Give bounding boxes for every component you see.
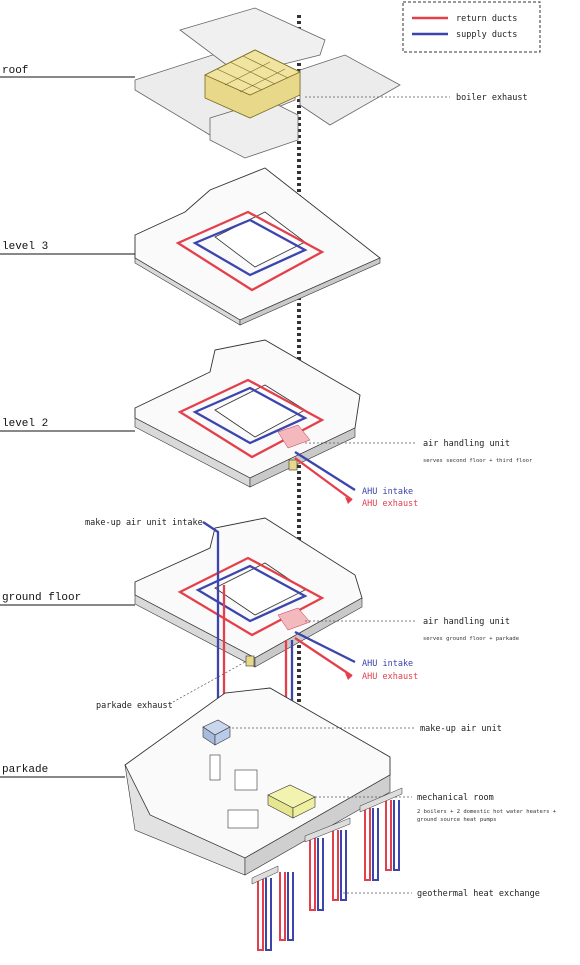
floor-label-roof: roof — [2, 65, 28, 77]
makeup-intake-label: make-up air unit intake — [85, 518, 203, 528]
geo-loop-a-return — [257, 878, 264, 951]
floor-label-level2: level 2 — [2, 418, 48, 430]
geo-loop-d-return — [332, 830, 339, 901]
level2-ahu-exhaust-duct — [294, 457, 353, 501]
level2-ahu-unit — [288, 459, 298, 471]
geo-loop-f-supply — [393, 800, 400, 871]
roof-level — [134, 7, 401, 159]
makeup-unit-label: make-up air unit — [420, 724, 502, 734]
ground-slab-edge-right — [254, 597, 363, 668]
level2-ahu-intake-duct — [294, 451, 356, 491]
ahu-l2-subtitle: serves second floor + third floor — [423, 458, 533, 464]
floor-label-level3: level 3 — [2, 241, 48, 253]
parkade-level — [124, 687, 391, 876]
geo-loop-a-supply — [265, 878, 272, 951]
level-3 — [134, 167, 381, 326]
geo-loop-b-return — [279, 872, 286, 941]
parkade-wall — [209, 754, 221, 781]
legend-box — [402, 1, 541, 53]
geo-loop-e-supply — [372, 808, 379, 881]
geo-header-b — [304, 817, 351, 843]
boiler-exhaust-label: boiler exhaust — [456, 93, 528, 103]
floor-label-ground: ground floor — [2, 592, 81, 604]
ground-supply-duct — [195, 564, 308, 623]
geothermal-label: geothermal heat exchange — [417, 889, 540, 899]
ground-ahu-intake-duct — [294, 630, 356, 664]
geo-loop-c-supply — [317, 838, 324, 911]
roof-grid-line — [216, 68, 263, 91]
level3-supply-duct — [192, 218, 308, 277]
geo-loop-e-return — [364, 808, 371, 881]
ahu-g-title: air handling unit — [423, 617, 510, 627]
legend: return ducts supply ducts — [402, 1, 541, 53]
roof-grid-line — [242, 55, 289, 79]
geo-loop-c-return — [309, 838, 316, 911]
geo-header-a — [251, 865, 279, 885]
parkade-exhaust-leader — [172, 661, 246, 703]
geo-loop-f-return — [385, 800, 392, 871]
mech-room-subtitle-2: ground source heat pumps — [417, 817, 496, 823]
parkade-exhaust-label: parkade exhaust — [96, 701, 173, 711]
level-2 — [134, 339, 361, 504]
level2-ahu-room — [277, 424, 311, 449]
legend-return-label: return ducts — [456, 14, 517, 24]
rooftop-grid-top — [204, 49, 301, 96]
ground-floor — [134, 517, 363, 680]
legend-supply-label: supply ducts — [456, 30, 517, 40]
ahu-l2-intake-label: AHU intake — [362, 487, 413, 497]
makeup-air-unit-front — [214, 726, 231, 746]
ahu-g-intake-label: AHU intake — [362, 659, 413, 669]
level3-slab-edge-right — [239, 257, 381, 326]
mech-room-label: mechanical room — [417, 793, 494, 803]
ground-return-duct — [177, 556, 325, 637]
level2-return-duct — [177, 378, 325, 459]
ground-ahu-unit — [245, 655, 255, 667]
geo-header-c — [359, 787, 403, 813]
roof-grid-line — [229, 61, 276, 85]
ahu-g-exhaust-label: AHU exhaust — [362, 672, 418, 682]
mech-room-front — [292, 796, 316, 819]
makeup-intake-duct — [202, 521, 220, 722]
ahu-l2-exhaust-label: AHU exhaust — [362, 499, 418, 509]
ahu-l2-title: air handling unit — [423, 439, 510, 449]
parkade-core — [234, 769, 258, 791]
floor-label-parkade: parkade — [2, 764, 48, 776]
ahu-g-subtitle: serves ground floor + parkade — [423, 636, 519, 642]
parkade-slab-edge — [124, 764, 246, 876]
mech-room-subtitle-1: 2 boilers + 2 domestic hot water heaters… — [417, 809, 557, 815]
geo-loop-d-supply — [340, 830, 347, 901]
level2-supply-duct — [192, 386, 308, 445]
parkade-room — [227, 809, 259, 829]
level2-exhaust-arrow — [345, 497, 352, 504]
roof-grid-line — [224, 61, 271, 86]
level3-return-duct — [175, 210, 325, 292]
geo-loop-b-supply — [287, 872, 294, 941]
roof-grid-line — [239, 68, 286, 93]
ground-exhaust-arrow — [345, 673, 352, 680]
ground-ahu-room — [277, 607, 311, 631]
geothermal-loops — [251, 787, 403, 951]
ground-ahu-exhaust-duct — [294, 637, 353, 677]
roof-slab-right — [299, 54, 401, 126]
parkade-slab-edge-right — [244, 774, 391, 876]
